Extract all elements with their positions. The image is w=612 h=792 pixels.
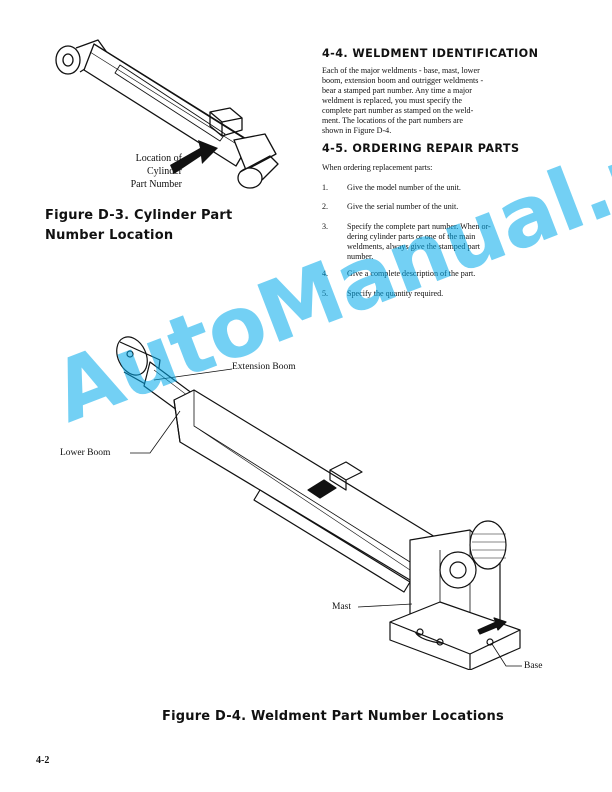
list-item: 1. Give the model number of the unit. bbox=[322, 183, 461, 192]
base-leader bbox=[491, 643, 522, 667]
list-item: 5. Specify the quantity required. bbox=[322, 289, 444, 298]
section-4-4-body: Each of the major weldments - base, mast… bbox=[322, 66, 484, 135]
list-item: 2. Give the serial number of the unit. bbox=[322, 202, 459, 211]
figure-d4-caption: Figure D-4. Weldment Part Number Locatio… bbox=[162, 709, 504, 724]
page-number: 4-2 bbox=[36, 755, 50, 766]
crane-illustration bbox=[116, 336, 521, 670]
cylinder-illustration bbox=[55, 39, 279, 189]
list-item: 3. Specify the complete part number. Whe… bbox=[322, 222, 491, 261]
mast-label: Mast bbox=[332, 602, 351, 612]
extension-boom-leader bbox=[153, 368, 233, 381]
lower-boom-label: Lower Boom bbox=[60, 448, 111, 458]
mast-leader bbox=[357, 603, 413, 608]
lower-boom-leader bbox=[130, 410, 181, 454]
section-4-4-title: 4-4. WELDMENT IDENTIFICATION bbox=[322, 47, 539, 60]
figure-d3-caption: Figure D-3. Cylinder Part Number Locatio… bbox=[45, 208, 233, 243]
extension-boom-label: Extension Boom bbox=[232, 362, 296, 372]
list-item: 4. Give a complete description of the pa… bbox=[322, 269, 476, 278]
cylinder-callout-label: Location of Cylinder Part Number bbox=[130, 153, 182, 190]
base-label: Base bbox=[524, 661, 543, 671]
section-4-5-intro: When ordering replacement parts: bbox=[322, 163, 433, 172]
section-4-5-title: 4-5. ORDERING REPAIR PARTS bbox=[322, 142, 520, 155]
